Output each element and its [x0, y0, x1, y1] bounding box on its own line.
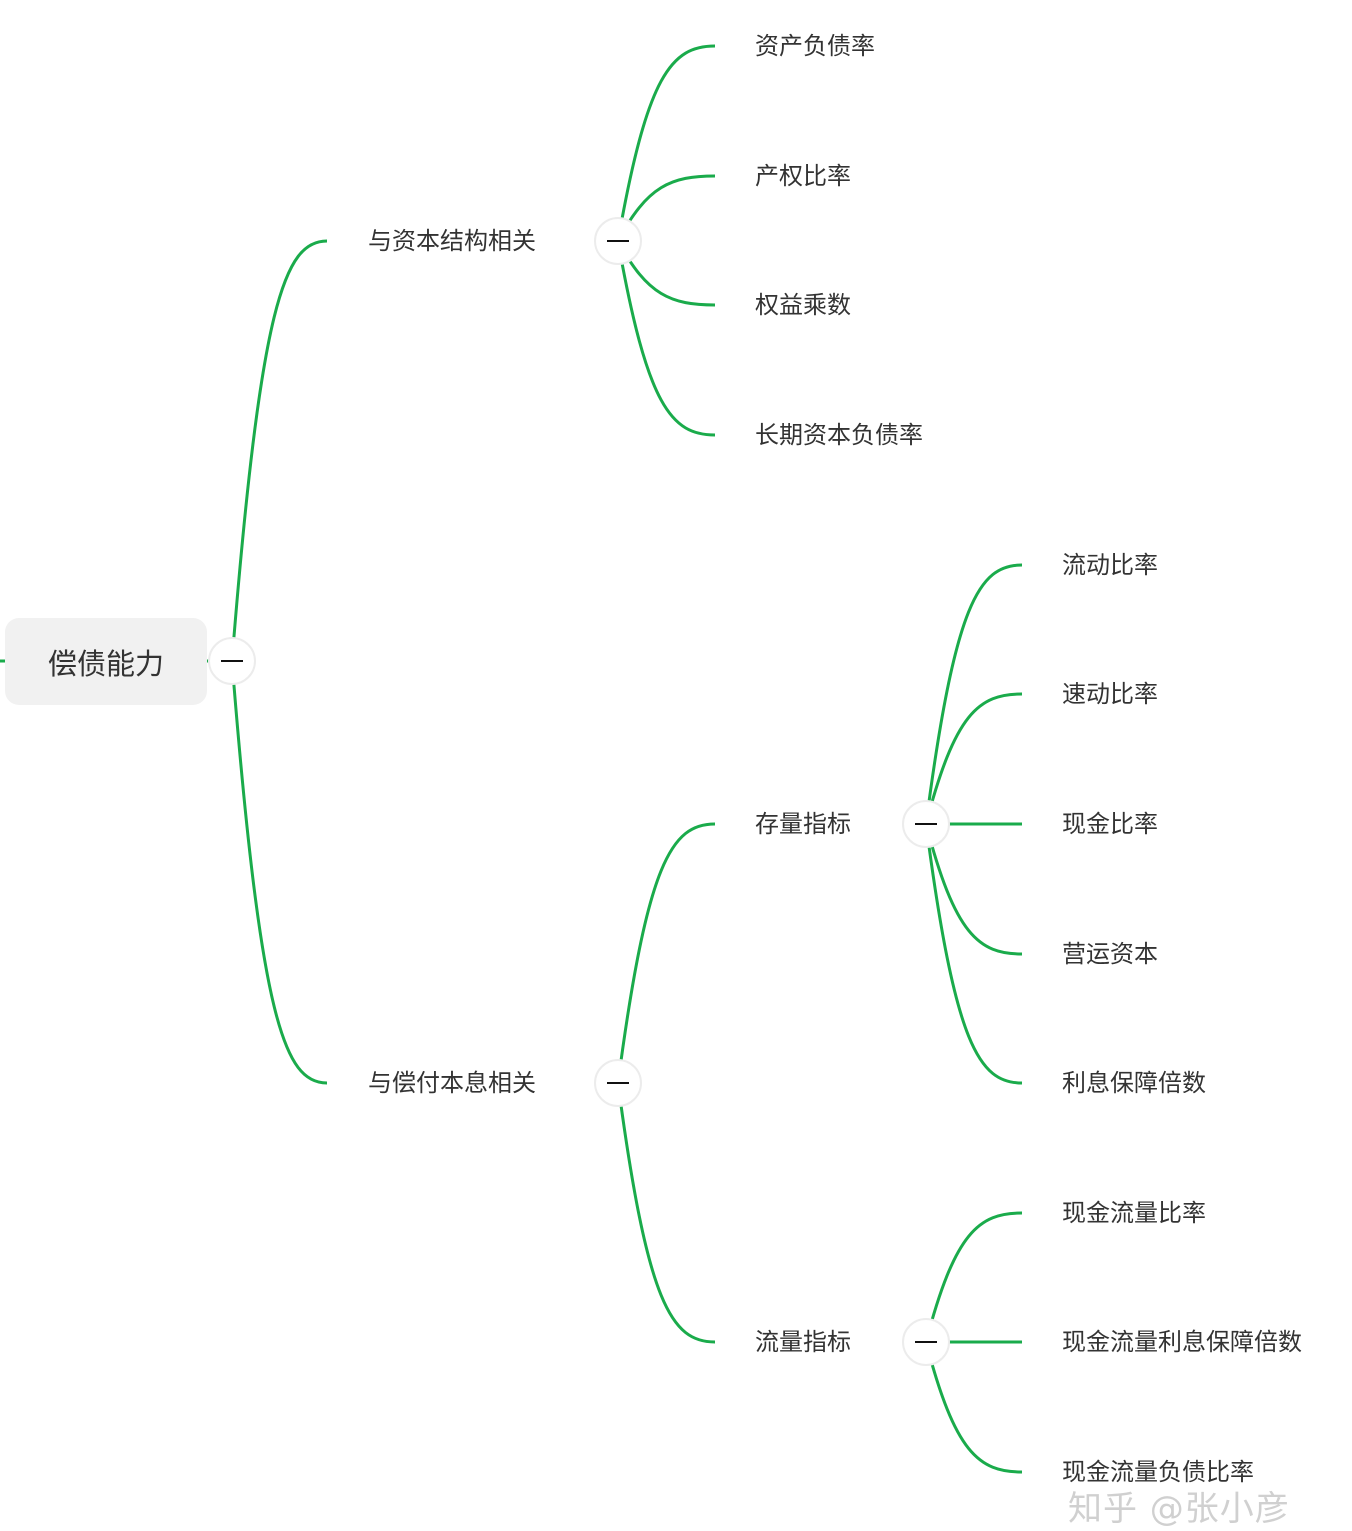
connector-line	[616, 44, 716, 242]
branch-node[interactable]: 与偿付本息相关	[368, 1069, 536, 1097]
leaf-node[interactable]: 流动比率	[1062, 551, 1158, 579]
collapse-button[interactable]	[208, 637, 256, 685]
connector-line	[616, 1082, 716, 1344]
connector-line	[924, 1211, 1023, 1343]
connector-line	[616, 240, 716, 437]
minus-icon	[915, 823, 937, 825]
leaf-node[interactable]: 资产负债率	[755, 32, 875, 60]
minus-icon	[915, 1341, 937, 1343]
connector-line	[924, 563, 1023, 825]
branch-node[interactable]: 流量指标	[755, 1328, 851, 1356]
collapse-button[interactable]	[594, 217, 642, 265]
minus-icon	[607, 1082, 629, 1084]
minus-icon	[607, 240, 629, 242]
branch-node[interactable]: 与资本结构相关	[368, 227, 536, 255]
connector-line	[924, 823, 1023, 1085]
branch-node[interactable]: 存量指标	[755, 810, 851, 838]
leaf-node[interactable]: 现金流量比率	[1062, 1199, 1206, 1227]
collapse-button[interactable]	[902, 1318, 950, 1366]
leaf-node[interactable]: 现金比率	[1062, 810, 1158, 838]
connector-line	[924, 823, 1023, 956]
root-label: 偿债能力	[47, 646, 164, 681]
connector-line	[230, 239, 328, 662]
leaf-node[interactable]: 长期资本负债率	[755, 421, 923, 449]
collapse-button[interactable]	[902, 800, 950, 848]
leaf-node[interactable]: 营运资本	[1062, 940, 1158, 968]
connector-line	[230, 660, 328, 1085]
connector-line	[924, 692, 1023, 825]
connector-line	[924, 1341, 1023, 1474]
leaf-node[interactable]: 现金流量负债比率	[1062, 1458, 1254, 1486]
root-node[interactable]: 偿债能力	[5, 618, 207, 705]
watermark: 知乎 @张小彦	[1068, 1489, 1290, 1529]
collapse-button[interactable]	[594, 1059, 642, 1107]
connector-line	[616, 822, 716, 1084]
leaf-node[interactable]: 权益乘数	[755, 291, 851, 319]
minus-icon	[221, 660, 243, 662]
leaf-node[interactable]: 速动比率	[1062, 680, 1158, 708]
leaf-node[interactable]: 现金流量利息保障倍数	[1062, 1328, 1302, 1356]
leaf-node[interactable]: 利息保障倍数	[1062, 1069, 1206, 1097]
leaf-node[interactable]: 产权比率	[755, 162, 851, 190]
